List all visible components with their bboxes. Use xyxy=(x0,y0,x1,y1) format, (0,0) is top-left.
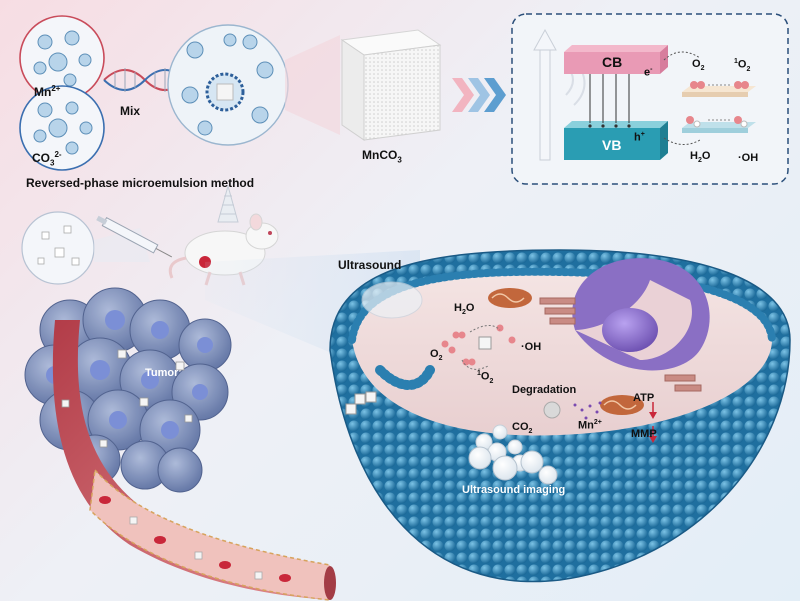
conduction-band xyxy=(564,52,660,74)
imaging-bubbles xyxy=(468,446,558,485)
mmp-label: MMP xyxy=(631,428,657,440)
mnco3-cube xyxy=(340,29,442,141)
hole-label: h+ xyxy=(634,131,645,144)
nucleus xyxy=(572,258,710,371)
ultrasound-imaging-label: Ultrasound imaging xyxy=(462,484,566,496)
mix-label: Mix xyxy=(120,104,141,118)
o2-label: O2 xyxy=(692,58,705,73)
hydroxyl-radical-label: ·OH xyxy=(738,152,759,164)
vb-label: VB xyxy=(602,137,622,153)
method-label: Reversed-phase microemulsion method xyxy=(26,176,255,190)
co3-ion-label: CO32- xyxy=(32,150,62,168)
mitochondrion-lower xyxy=(600,395,644,415)
tumor-label: Tumor xyxy=(145,367,179,379)
singlet-oxygen-label: 1O2 xyxy=(734,58,751,73)
mn-ion-label: Mn2+ xyxy=(34,84,61,99)
product-label: MnCO3 xyxy=(362,148,402,165)
mitochondrion-upper xyxy=(488,288,532,308)
chevron-arrows-icon xyxy=(452,78,506,112)
cell-panel xyxy=(329,249,791,583)
cb-label: CB xyxy=(602,54,623,70)
cell-oh-label: ·OH xyxy=(521,341,542,353)
co2-label: CO2 xyxy=(512,421,533,436)
band-diagram-panel xyxy=(511,13,789,185)
degradation-label: Degradation xyxy=(512,384,577,396)
cell-singlet-label: 1O2 xyxy=(477,370,494,385)
ultrasound-cone-icon xyxy=(217,184,239,223)
h2o-label: H2O xyxy=(690,150,711,165)
atp-label: ATP xyxy=(633,392,655,404)
synthesis-panel xyxy=(19,15,506,171)
mn-ion-cell-label: Mn2+ xyxy=(578,419,602,432)
cell-o2-label: O2 xyxy=(430,348,443,363)
tumor-vessel-panel xyxy=(24,250,420,601)
cell-h2o-label: H2O xyxy=(454,302,475,317)
ultrasound-label: Ultrasound xyxy=(338,258,402,272)
valence-band xyxy=(564,128,660,160)
blood-vessel xyxy=(52,320,336,601)
electron-label: e- xyxy=(644,66,653,79)
